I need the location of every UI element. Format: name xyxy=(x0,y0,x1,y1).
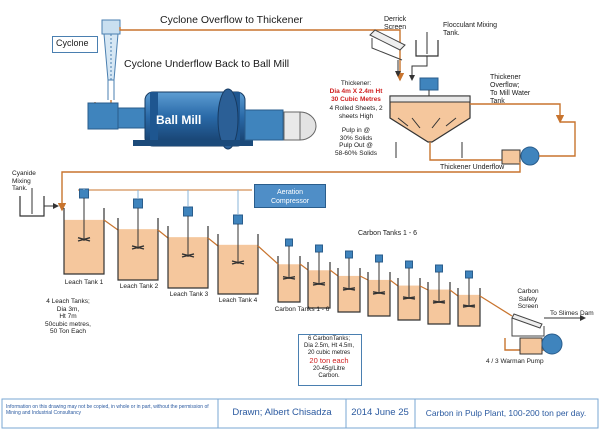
carbon-tanks-bottom-label: Carbon Tanks 1 - 6 xyxy=(274,306,330,313)
carbon-spec-tonnage: 20 ton each xyxy=(309,356,349,365)
leach-tanks-spec: 4 Leach Tanks; Dia 3m, Ht 7m 50cubic met… xyxy=(45,298,91,335)
carbon-safety-screen-label: Carbon Safety Screen xyxy=(517,288,539,310)
ball-mill-label: Ball Mill xyxy=(156,113,202,127)
cyclone-overflow-label: Cyclone Overflow to Thickener xyxy=(160,14,303,26)
leach-tanks xyxy=(63,188,259,295)
thickener-underflow-label: Thickener Underflow xyxy=(440,164,505,171)
carbon-spec-dims: 6 CarbonTanks; Dia 2.5m, Ht 4.5m, 20 cub… xyxy=(303,336,355,356)
thickener-spec-title: Thickener: xyxy=(340,80,372,87)
drawing-title: Carbon in Pulp Plant, 100-200 ton per da… xyxy=(425,408,587,418)
leach-transfer-line xyxy=(207,237,219,247)
derrick-screen-label: Derrick Screen xyxy=(384,16,407,31)
leach-transfer-line xyxy=(103,219,119,231)
thickener-overflow-label: Thickener Overflow; To Mill Water Tank xyxy=(490,74,531,105)
carbon-transfer-line xyxy=(359,275,369,281)
leach-tank-3 xyxy=(167,206,209,289)
derrick-screen xyxy=(369,29,406,61)
carbon-tank-7 xyxy=(457,270,481,327)
thickener-spec-sheets: 4 Rolled Sheets, 2 sheets High xyxy=(329,105,383,120)
carbon-to-screen-line xyxy=(479,295,513,317)
drawing-date: 2014 June 25 xyxy=(351,407,409,418)
footer-frame xyxy=(1,398,599,429)
feed-to-leach-line xyxy=(57,162,521,212)
cyanide-tank-label: Cyanide Mixing Tank. xyxy=(12,170,36,192)
cyclone-overflow-line xyxy=(119,27,405,82)
thickener-tank xyxy=(389,77,471,158)
drawn-by: Drawn; Albert Chisadza xyxy=(232,407,332,418)
flocculant-tank-label: Flocculant Mixing Tank. xyxy=(443,22,498,37)
thickener-spec-pulp: Pulp in @ 30% Solids Pulp Out @ 58-60% S… xyxy=(335,127,377,157)
aeration-compressor: Aeration Compressor xyxy=(254,184,326,208)
warman-pump xyxy=(504,333,563,355)
leach-tank-3-label: Leach Tank 3 xyxy=(169,291,209,298)
ball-mill xyxy=(117,88,317,150)
cyclone-label-box xyxy=(52,36,98,53)
thickener-spec-dim: Dia 4m X 2.4m Ht xyxy=(329,88,383,95)
carbon-transfer-line xyxy=(389,279,399,287)
carbon-spec-box xyxy=(298,334,362,386)
underflow-return xyxy=(539,130,576,157)
leach-to-carbon-line xyxy=(257,245,279,265)
carbon-tank-3 xyxy=(337,250,361,313)
carbon-tank-4 xyxy=(367,254,391,317)
overflow-riser xyxy=(560,121,576,130)
to-slimes-dam-label: To Slimes Dam xyxy=(550,310,594,317)
leach-tank-2-label: Leach Tank 2 xyxy=(119,283,159,290)
leach-tank-1-label: Leach Tank 1 xyxy=(64,279,104,286)
cyclone-unit xyxy=(101,19,121,100)
carbon-tank-2 xyxy=(307,244,331,309)
leach-tank-2 xyxy=(117,198,159,281)
leach-tank-1 xyxy=(63,188,105,275)
leach-transfer-line xyxy=(157,229,169,239)
warman-pump-label: 4 / 3 Warman Pump xyxy=(486,358,544,365)
carbon-tanks-top-label: Carbon Tanks 1 - 6 xyxy=(358,230,418,237)
cyclone-underflow-label: Cyclone Underflow Back to Ball Mill xyxy=(124,58,290,70)
carbon-transfer-line xyxy=(449,289,459,297)
leach-tank-4-label: Leach Tank 4 xyxy=(218,297,258,304)
carbon-tank-5 xyxy=(397,260,421,321)
carbon-spec-loading: 20-45g/Litre Carbon. xyxy=(312,366,346,379)
underflow-pump xyxy=(501,146,540,166)
carbon-transfer-line xyxy=(419,285,429,291)
flocculant-tank xyxy=(409,32,439,81)
carbon-tank-1 xyxy=(277,238,301,303)
carbon-transfer-line xyxy=(329,269,339,277)
cyclone-label: Cyclone xyxy=(56,38,89,48)
carbon-tanks xyxy=(257,238,513,327)
carbon-tank-6 xyxy=(427,264,451,325)
thickener-overflow-line xyxy=(470,103,565,124)
thickener-underflow-line xyxy=(429,142,520,161)
copyright-notice: Information on this drawing may not be c… xyxy=(6,404,209,416)
mill-sump-box xyxy=(87,102,119,130)
carbon-transfer-line xyxy=(299,263,309,271)
cyanide-mixing-tank xyxy=(19,188,59,217)
carbon-safety-screen xyxy=(511,313,545,337)
leach-tank-4 xyxy=(217,214,259,295)
thickener-spec-volume: 30 Cubic Metres xyxy=(331,96,381,103)
